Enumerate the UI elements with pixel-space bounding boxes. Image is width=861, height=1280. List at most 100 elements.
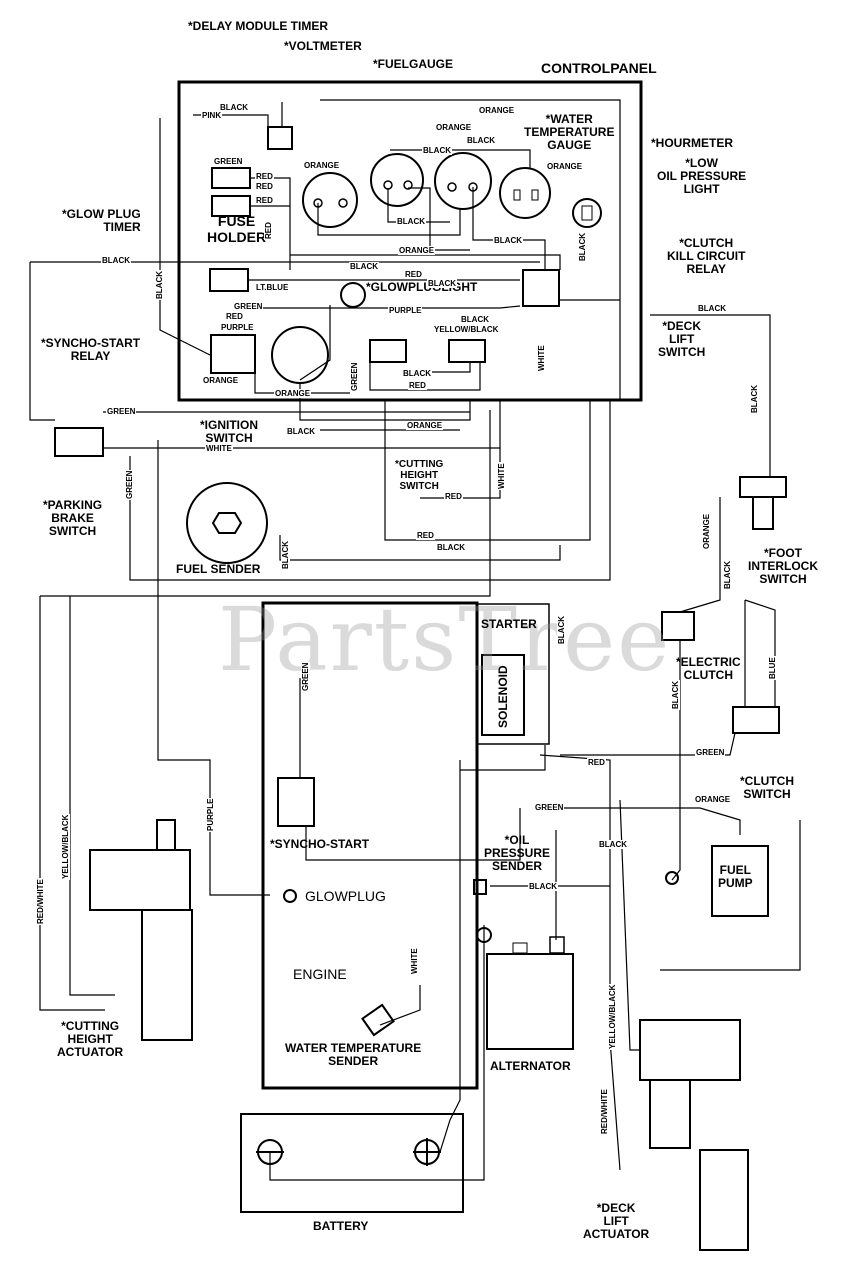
wire-label: BLACK	[422, 146, 452, 155]
hourmeter-dial	[499, 167, 551, 219]
wire-label: PURPLE	[220, 323, 255, 332]
wire-label: ORANGE	[202, 376, 240, 385]
wire-label: BLACK	[528, 882, 558, 891]
label-water-temperature-gauge: *WATER TEMPERATURE GAUGE	[524, 112, 615, 152]
wire-label: BLACK	[101, 256, 131, 265]
wire-label: BLACK	[598, 840, 628, 849]
wire-label: RED	[416, 531, 435, 540]
wire-label: BLACK	[723, 560, 732, 590]
wire-label: RED	[587, 758, 606, 767]
label-battery: BATTERY	[313, 1219, 369, 1233]
wire-label: ORANGE	[478, 106, 516, 115]
wire-label: YELLOW/BLACK	[433, 325, 500, 334]
wire-label: RED	[225, 312, 244, 321]
label-clutch-switch: *CLUTCH SWITCH	[740, 774, 794, 801]
label-fuel-sender: FUEL SENDER	[176, 562, 261, 576]
watermark: PartsTree	[218, 588, 672, 691]
label-fuelgauge: *FUELGAUGE	[373, 57, 454, 71]
wire-label: RED	[255, 196, 274, 205]
label-clutch-kill-circuit-relay: *CLUTCH KILL CIRCUIT RELAY	[667, 236, 746, 276]
wire-label: BLUE	[768, 656, 777, 680]
wire-label: RED	[404, 270, 423, 279]
label-deck-lift-switch: *DECK LIFT SWITCH	[658, 319, 706, 359]
label-ignition-switch: *IGNITION SWITCH	[200, 418, 259, 445]
glowplug-light-bulb	[340, 282, 366, 308]
wire-label: ORANGE	[274, 389, 312, 398]
wire-label: BLACK	[402, 369, 432, 378]
wire-label: BLACK	[349, 262, 379, 271]
wire-label: BLACK	[281, 540, 290, 570]
wire-label: ORANGE	[546, 162, 584, 171]
wire-label: GREEN	[695, 748, 726, 757]
wire-label: YELLOW/BLACK	[608, 983, 617, 1050]
label-cutting-height-actuator: *CUTTING HEIGHT ACTUATOR	[57, 1019, 124, 1059]
wire-label: RED	[255, 182, 274, 191]
wire-label: LT.BLUE	[255, 283, 290, 292]
wire-label: BLACK	[697, 304, 727, 313]
wire-label: GREEN	[301, 661, 310, 692]
wire-label: YELLOW/BLACK	[61, 813, 70, 880]
alternator-body	[486, 953, 574, 1050]
label-oil-pressure-sender: *OIL PRESSURE SENDER	[484, 833, 551, 873]
label-fuse-holder: FUSE HOLDER	[207, 213, 267, 245]
wire-label: RED	[408, 381, 427, 390]
water-temp-gauge-dial	[434, 152, 492, 210]
wire-label: RED/WHITE	[600, 1088, 609, 1135]
engine-box	[261, 601, 479, 1090]
wire-label: BLACK	[578, 232, 587, 262]
control-panel-title: CONTROLPANEL	[541, 60, 657, 76]
wire-label: ORANGE	[303, 161, 341, 170]
label-engine: ENGINE	[293, 966, 347, 982]
label-glowplug: GLOWPLUG	[305, 888, 386, 904]
wire-label: BLACK	[286, 427, 316, 436]
label-foot-interlock-switch: *FOOT INTERLOCK SWITCH	[748, 546, 818, 586]
battery-body	[240, 1113, 464, 1213]
label-fuel-pump: FUEL PUMP	[718, 863, 753, 890]
wire-label: RED	[255, 172, 274, 181]
ignition-switch-body	[271, 326, 329, 384]
label-deck-lift-actuator: *DECK LIFT ACTUATOR	[583, 1201, 650, 1241]
wire-label: BLACK	[750, 384, 759, 414]
label-glow-plug-timer: *GLOW PLUG TIMER	[62, 207, 141, 234]
wire-label: BLACK	[466, 136, 496, 145]
wire-label: BLACK	[436, 543, 466, 552]
wire-label: ORANGE	[435, 123, 473, 132]
label-syncho-start: *SYNCHO-START	[270, 837, 370, 851]
wire-label: ORANGE	[694, 795, 732, 804]
wire-label: BLACK	[460, 315, 490, 324]
wire-label: RED	[264, 221, 273, 240]
label-alternator: ALTERNATOR	[490, 1059, 571, 1073]
label-hourmeter: *HOURMETER	[651, 136, 734, 150]
wire-label: GREEN	[350, 361, 359, 392]
wire-label: GREEN	[534, 803, 565, 812]
label-delay-module-timer: *DELAY MODULE TIMER	[188, 19, 329, 33]
wire-label: GREEN	[125, 469, 134, 500]
label-syncho-start-relay: *SYNCHO-START RELAY	[41, 336, 141, 363]
wire-label: WHITE	[410, 947, 419, 975]
label-starter: STARTER	[481, 617, 537, 631]
fuelgauge-dial	[370, 153, 424, 207]
wire-label: BLACK	[493, 236, 523, 245]
wire-label: ORANGE	[398, 246, 436, 255]
wire-label: RED	[444, 492, 463, 501]
wire-label: GREEN	[233, 302, 264, 311]
wire-label: PURPLE	[388, 306, 423, 315]
wire-label: BLACK	[557, 615, 566, 645]
wire-label: BLACK	[427, 279, 457, 288]
wire-label: WHITE	[205, 444, 233, 453]
label-cutting-height-switch: *CUTTING HEIGHT SWITCH	[395, 459, 444, 492]
label-voltmeter: *VOLTMETER	[284, 39, 362, 53]
wire-label: WHITE	[537, 344, 546, 372]
wire-label: BLACK	[219, 103, 249, 112]
label-glowpluglight: *GLOWPLUGLIGHT	[366, 280, 478, 294]
wire-label: RED/WHITE	[36, 878, 45, 925]
control-panel-box	[177, 80, 643, 402]
low-oil-light-bulb	[572, 198, 602, 228]
wire-label: BLACK	[671, 680, 680, 710]
wire-label: PURPLE	[206, 797, 215, 832]
label-water-temperature-sender: WATER TEMPERATURE SENDER	[285, 1041, 422, 1068]
wire-label: ORANGE	[702, 512, 711, 550]
wire-label: ORANGE	[406, 421, 444, 430]
wire-label: GREEN	[106, 407, 137, 416]
